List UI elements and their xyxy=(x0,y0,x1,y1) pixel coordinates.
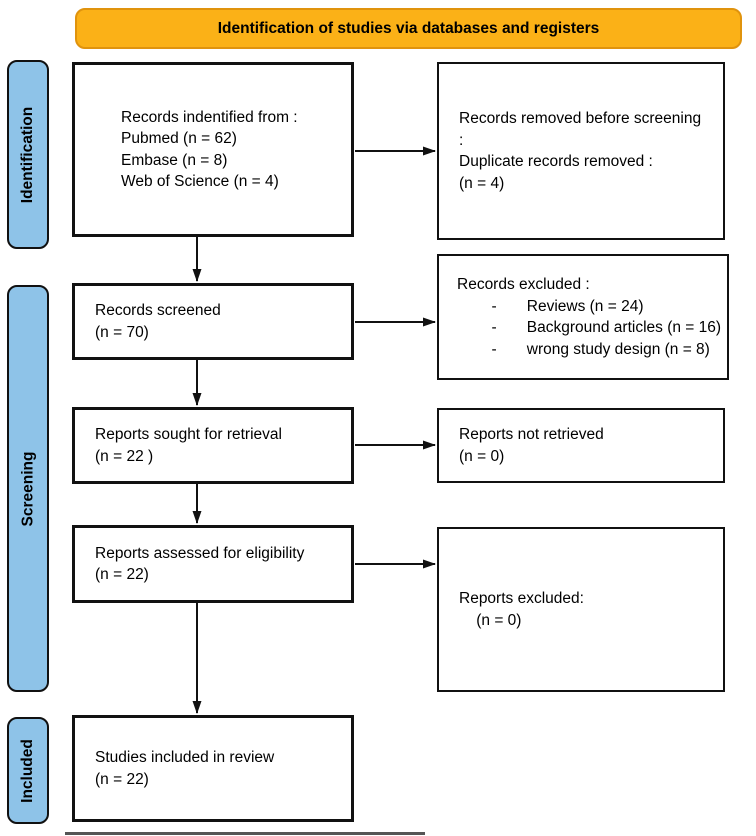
text-line: - Reviews (n = 24) xyxy=(457,297,644,315)
text-line: Reports not retrieved xyxy=(459,426,604,443)
box-records-excluded: Records excluded : - Reviews (n = 24) - … xyxy=(437,254,729,380)
text-line: Reports sought for retrieval xyxy=(95,426,282,443)
text-line: Records screened xyxy=(95,302,221,319)
box-reports-assessed: Reports assessed for eligibility (n = 22) xyxy=(72,525,354,603)
stage-label-screening: Screening xyxy=(19,451,37,526)
text-line: (n = 22) xyxy=(95,566,149,583)
stage-bar-included: Included xyxy=(7,717,49,824)
stage-bar-identification: Identification xyxy=(7,60,49,249)
text-line: Reports assessed for eligibility xyxy=(95,544,305,562)
box-reports-not-retrieved: Reports not retrieved (n = 0) xyxy=(437,408,725,483)
text-line: (n = 0) xyxy=(459,611,522,629)
text-line: (n = 22 ) xyxy=(95,447,154,465)
text-line: Embase (n = 8) xyxy=(121,151,228,169)
box-records-identified: Records indentified from : Pubmed (n = 62… xyxy=(72,62,354,237)
text-line: (n = 4) xyxy=(459,174,505,192)
text-line: Records excluded : xyxy=(457,276,590,293)
box-reports-excluded: Reports excluded: (n = 0) xyxy=(437,527,725,692)
box-studies-included: Studies included in review (n = 22) xyxy=(72,715,354,822)
stage-label-identification: Identification xyxy=(19,106,37,203)
text-line: Pubmed (n = 62) xyxy=(121,130,237,147)
text-line: (n = 0) xyxy=(459,447,505,465)
text-line: Reports excluded: xyxy=(459,590,584,607)
text-line: - Background articles (n = 16) xyxy=(457,319,722,336)
box-reports-sought: Reports sought for retrieval (n = 22 ) xyxy=(72,407,354,484)
text-line: Web of Science (n = 4) xyxy=(121,173,279,190)
text-line: - wrong study design (n = 8) xyxy=(457,340,710,358)
box-records-screened: Records screened (n = 70) xyxy=(72,283,354,360)
text-line: (n = 70) xyxy=(95,323,149,341)
stage-label-included: Included xyxy=(19,738,37,803)
text-line: Records removed before screening : xyxy=(459,110,702,149)
cutoff-next-box-edge xyxy=(65,832,425,835)
stage-bar-screening: Screening xyxy=(7,285,49,692)
text-line: (n = 22) xyxy=(95,770,149,788)
text-line: Records indentified from : xyxy=(121,108,298,126)
box-records-removed: Records removed before screening : Duplic… xyxy=(437,62,725,240)
title-banner: Identification of studies via databases … xyxy=(75,8,742,49)
text-line: Duplicate records removed : xyxy=(459,153,653,170)
text-line: Studies included in review xyxy=(95,749,275,766)
